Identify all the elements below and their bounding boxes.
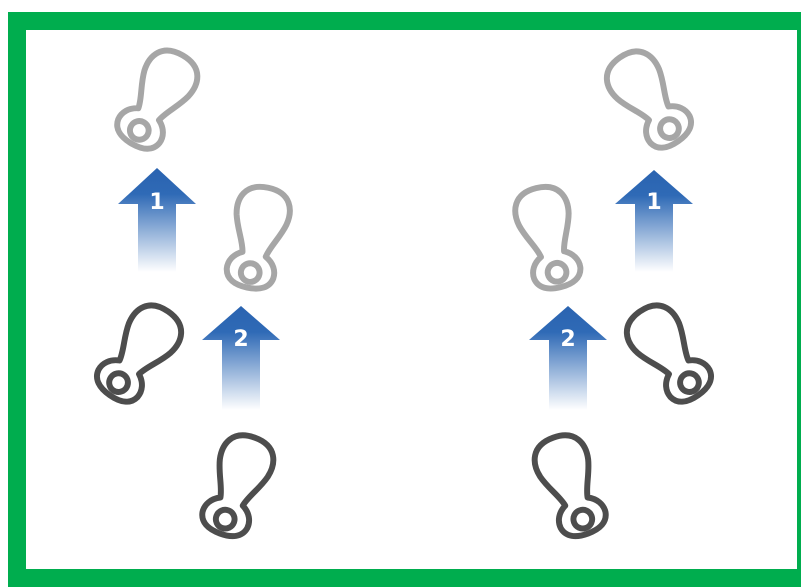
footprint-current-right-foot xyxy=(195,429,280,543)
footprint-current-right-foot xyxy=(618,296,720,410)
step-number-1-left: 1 xyxy=(149,190,164,215)
step-number-1-right: 1 xyxy=(646,190,661,215)
footprint-next-right-foot xyxy=(598,42,700,156)
footprint-next-right-foot xyxy=(221,182,294,293)
footprint-current-left-foot xyxy=(88,296,190,410)
step-arrow-2-right: 2 xyxy=(529,306,607,410)
footprint-current-left-foot xyxy=(528,429,613,543)
footprint-next-left-foot xyxy=(109,42,206,157)
footwork-diagram: 1 2 xyxy=(0,0,801,571)
footprint-next-left-foot xyxy=(510,182,586,294)
right-footwork-group: 1 2 xyxy=(510,42,719,542)
step-arrow-2-left: 2 xyxy=(202,306,280,410)
step-arrow-1-right: 1 xyxy=(615,170,693,272)
step-number-2-left: 2 xyxy=(233,327,248,352)
step-arrow-1-left: 1 xyxy=(118,168,196,272)
left-footwork-group: 1 2 xyxy=(88,42,294,542)
step-number-2-right: 2 xyxy=(560,327,575,352)
